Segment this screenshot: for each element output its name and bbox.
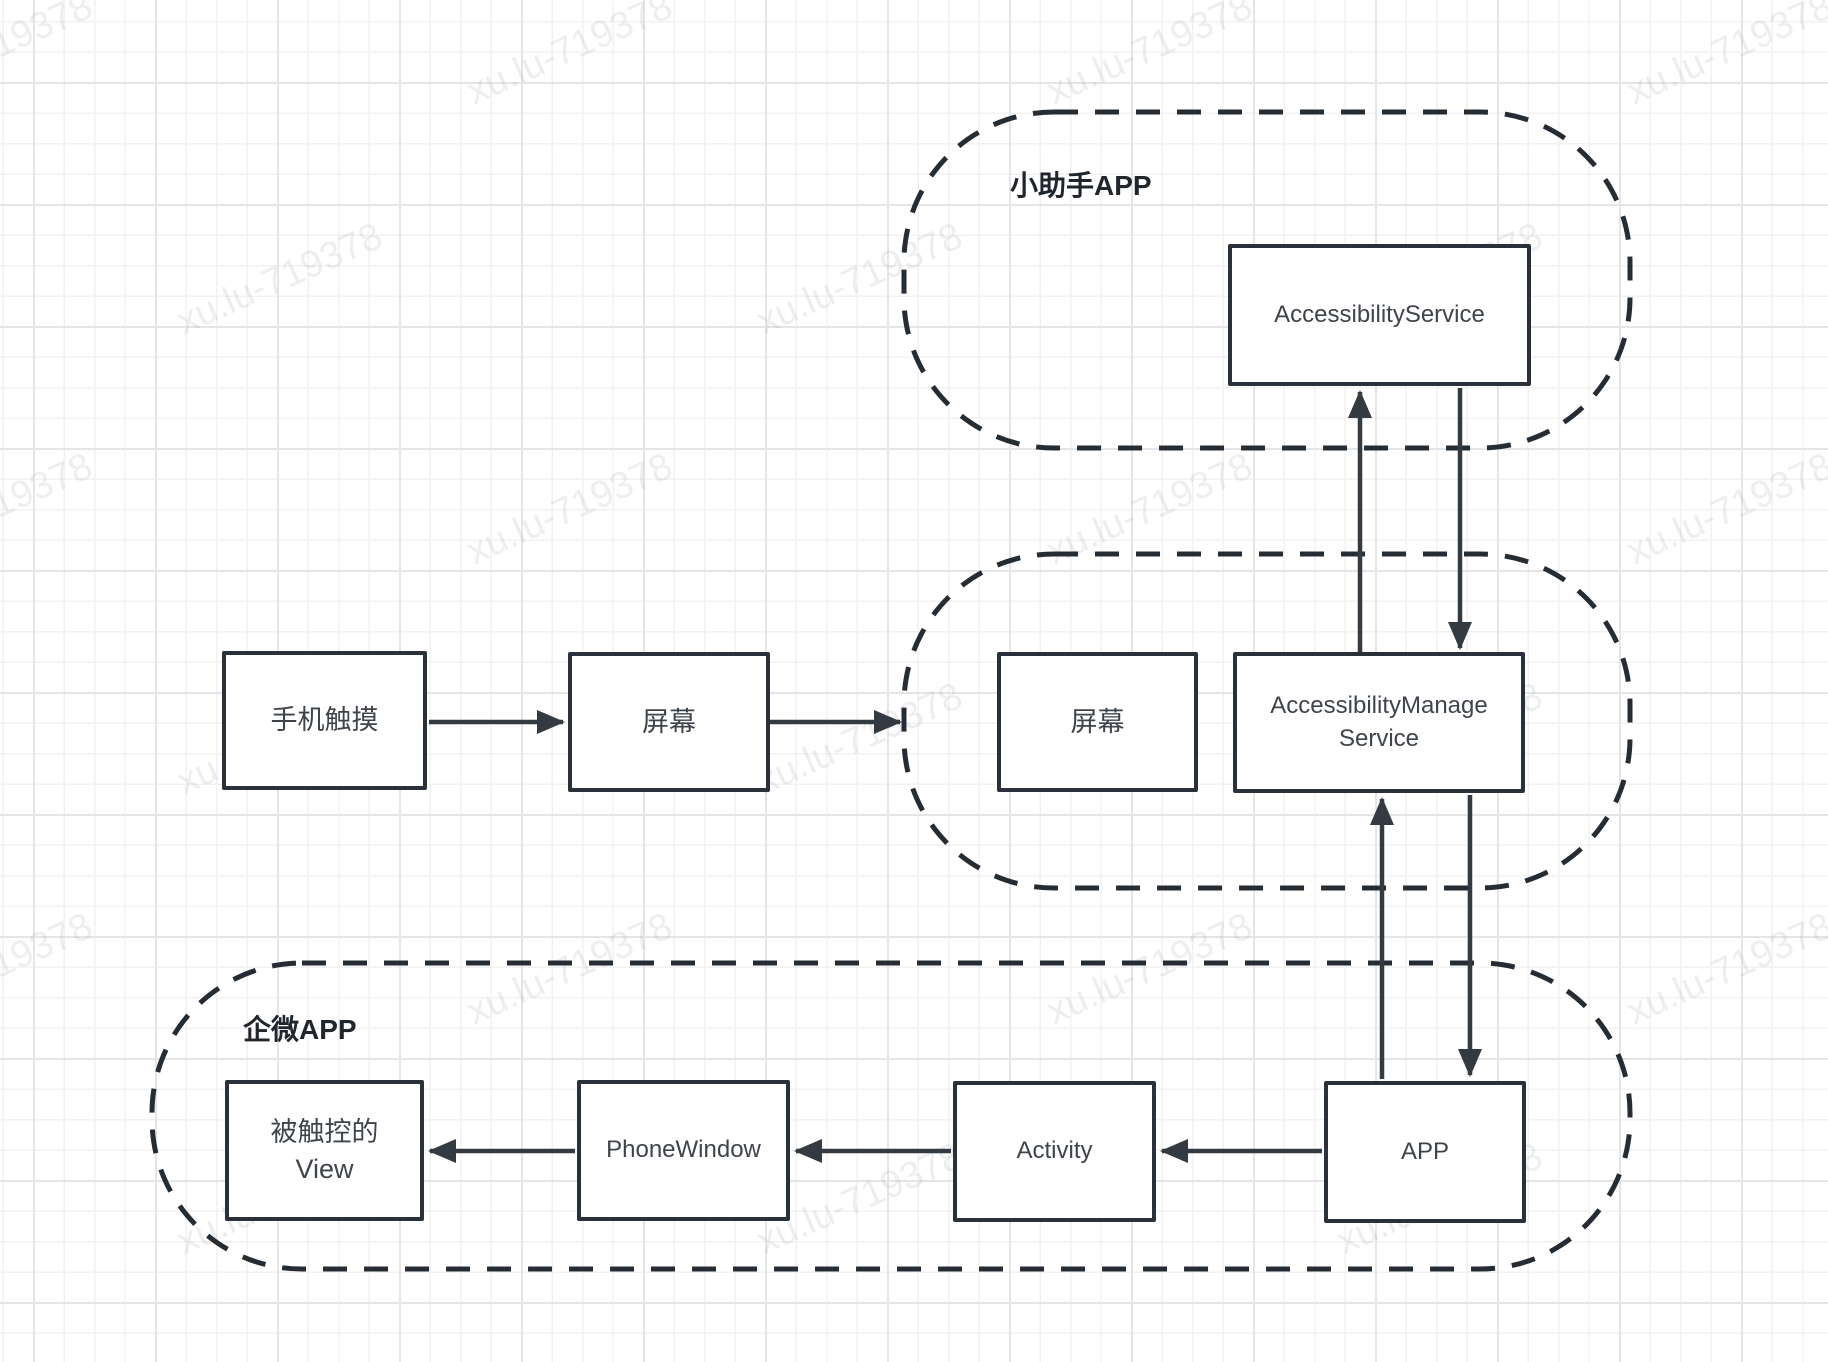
node-activity: Activity — [953, 1081, 1156, 1222]
node-accessibility-manage-service-label: AccessibilityManage Service — [1270, 692, 1488, 752]
node-app-label: APP — [1400, 1137, 1450, 1165]
node-screen-inner: 屏幕 — [997, 652, 1198, 792]
watermark-text: xu.lu-719378 — [170, 215, 389, 343]
watermark-text: xu.lu-719378 — [1620, 905, 1828, 1033]
node-activity-label: Activity — [1016, 1137, 1093, 1165]
watermark-text: xu.lu-719378 — [750, 215, 969, 343]
watermark-text: xu.lu-719378 — [460, 905, 679, 1033]
watermark-text: xu.lu-719378 — [460, 445, 679, 573]
node-screen-inner-label: 屏幕 — [1070, 706, 1125, 737]
node-accessibility-service: AccessibilityService — [1228, 244, 1531, 386]
watermark-text: xu.lu-719378 — [0, 0, 99, 113]
watermark-text: xu.lu-719378 — [0, 905, 99, 1033]
node-accessibility-service-label: AccessibilityService — [1274, 300, 1485, 328]
node-accessibility-manage-service: AccessibilityManage Service — [1233, 652, 1525, 793]
watermark-text: xu.lu-719378 — [1040, 905, 1259, 1033]
node-phone-window: PhoneWindow — [577, 1080, 790, 1221]
watermark-text: xu.lu-719378 — [460, 0, 679, 113]
node-phone-touch-label: 手机触摸 — [270, 705, 379, 736]
node-screen-outer: 屏幕 — [568, 652, 770, 792]
node-phone-touch: 手机触摸 — [222, 651, 427, 790]
qiwei-app-label: 企微APP — [243, 1014, 357, 1045]
node-screen-outer-label: 屏幕 — [642, 706, 696, 737]
watermark-text: xu.lu-719378 — [1620, 0, 1828, 113]
node-touched-view-label: 被触控的View — [270, 1117, 379, 1184]
watermark-text: xu.lu-719378 — [1040, 0, 1259, 113]
watermark-text: xu.lu-719378 — [0, 445, 99, 573]
watermark-text: xu.lu-719378 — [1040, 445, 1259, 573]
node-phone-window-label: PhoneWindow — [606, 1136, 761, 1164]
assistant-app-label: 小助手APP — [1010, 170, 1152, 201]
node-touched-view: 被触控的View — [225, 1080, 424, 1221]
watermark-text: xu.lu-719378 — [1620, 445, 1828, 573]
node-app: APP — [1324, 1081, 1526, 1223]
watermark-text: xu.lu-719378 — [750, 675, 969, 803]
